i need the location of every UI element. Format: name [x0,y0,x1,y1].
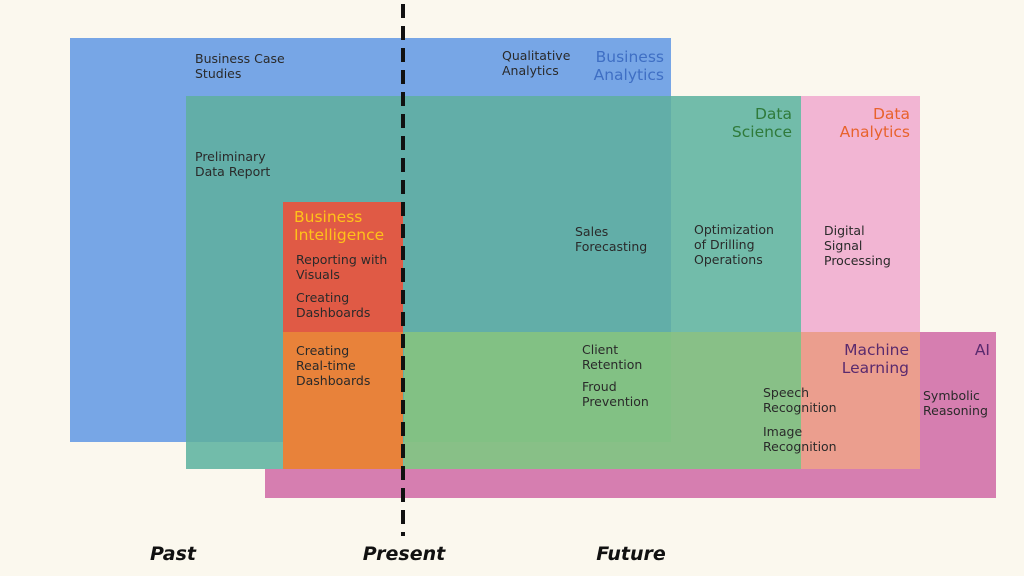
data-analytics-title: Data Analytics [839,105,910,141]
business-intelligence-title: Business Intelligence [294,208,385,244]
item-qualitative-analytics: Qualitative Analytics [502,48,571,78]
item-speech-recognition: Speech Recognition [763,385,837,415]
timeline-present: Present [362,543,446,565]
item-froud-prevention: Froud Prevention [582,379,649,409]
timeline-future: Future [596,543,666,565]
machine-learning-ba-overlap [404,332,671,442]
item-realtime-dashboards: Creating Real-time Dashboards [296,343,371,388]
item-business-case-studies: Business Case Studies [195,51,285,81]
item-client-retention: Client Retention [582,342,643,372]
item-preliminary-data-report: Preliminary Data Report [195,149,271,179]
ai-title: AI [974,341,990,359]
machine-learning-title: Machine Learning [841,341,909,377]
business-intelligence-ml-overlap [283,332,403,469]
item-reporting-visuals: Reporting with Visuals [296,252,388,282]
item-sales-forecasting: Sales Forecasting [575,224,648,254]
item-symbolic-reasoning: Symbolic Reasoning [923,388,988,418]
business-intelligence-region [283,202,403,332]
item-digital-signal-processing: Digital Signal Processing [824,223,891,268]
present-divider-line [401,4,405,536]
item-optimization-drilling: Optimization of Drilling Operations [694,222,774,267]
data-science-title: Data Science [731,105,792,141]
item-image-recognition: Image Recognition [763,424,837,454]
business-analytics-title: Business Analytics [593,48,664,84]
timeline-past: Past [150,543,196,565]
machine-learning-da-overlap [801,332,920,469]
item-creating-dashboards: Creating Dashboards [296,290,371,320]
